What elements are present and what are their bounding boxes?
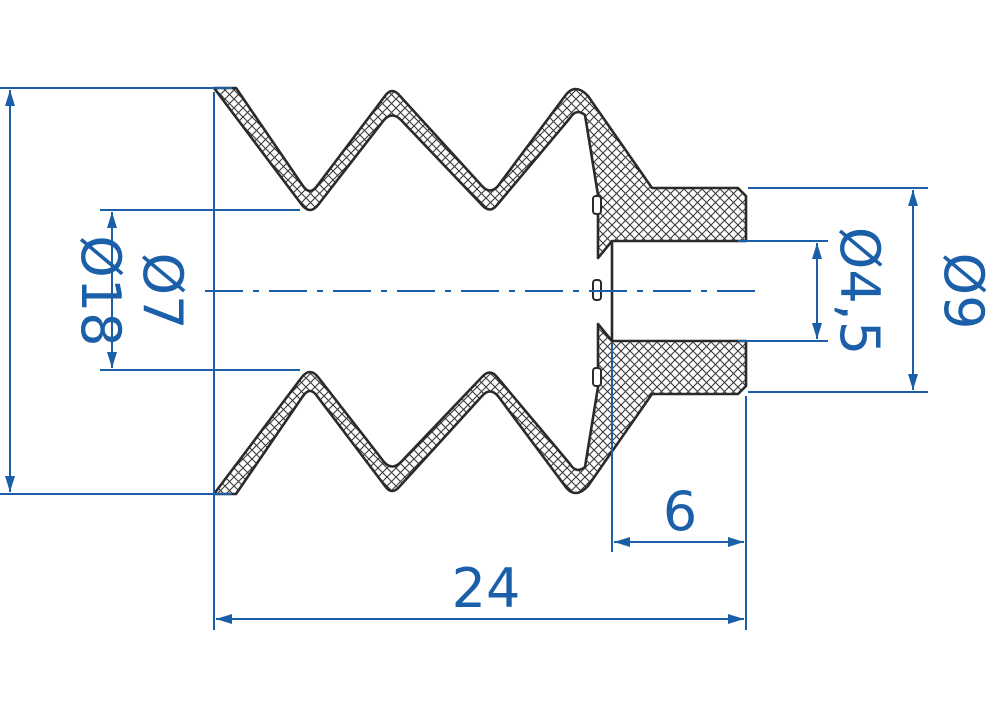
arrow-bore-bottom: [812, 323, 822, 339]
dimension-labels: Ø18 Ø7 Ø4,5 Ø9 6 24: [69, 227, 995, 620]
arrow-neck-left: [614, 537, 630, 547]
arrow-od-bottom: [5, 476, 15, 492]
arrow-neck-od-bottom: [908, 374, 918, 390]
arrow-id-top: [107, 212, 117, 228]
total-length-label: 24: [452, 557, 521, 620]
dimension-arrowheads: [5, 90, 918, 624]
arrow-bore-top: [812, 243, 822, 259]
inner-rib-bottom: [592, 367, 602, 387]
dimension-lines: [0, 87, 928, 630]
neck-length-label: 6: [663, 480, 697, 543]
arrow-length-left: [216, 614, 232, 624]
arrow-id-bottom: [107, 352, 117, 368]
lower-bellows-wall: [212, 322, 748, 496]
inner-diameter-label: Ø7: [131, 253, 194, 330]
outer-diameter-label: Ø18: [69, 235, 132, 346]
upper-bellows-wall: [212, 86, 748, 260]
arrow-neck-od-top: [908, 190, 918, 206]
arrow-length-right: [728, 614, 744, 624]
bore-diameter-label: Ø4,5: [828, 227, 891, 355]
neck-diameter-label: Ø9: [932, 253, 995, 330]
inner-rib-top: [592, 195, 602, 215]
arrow-od-top: [5, 90, 15, 106]
arrow-neck-right: [728, 537, 744, 547]
